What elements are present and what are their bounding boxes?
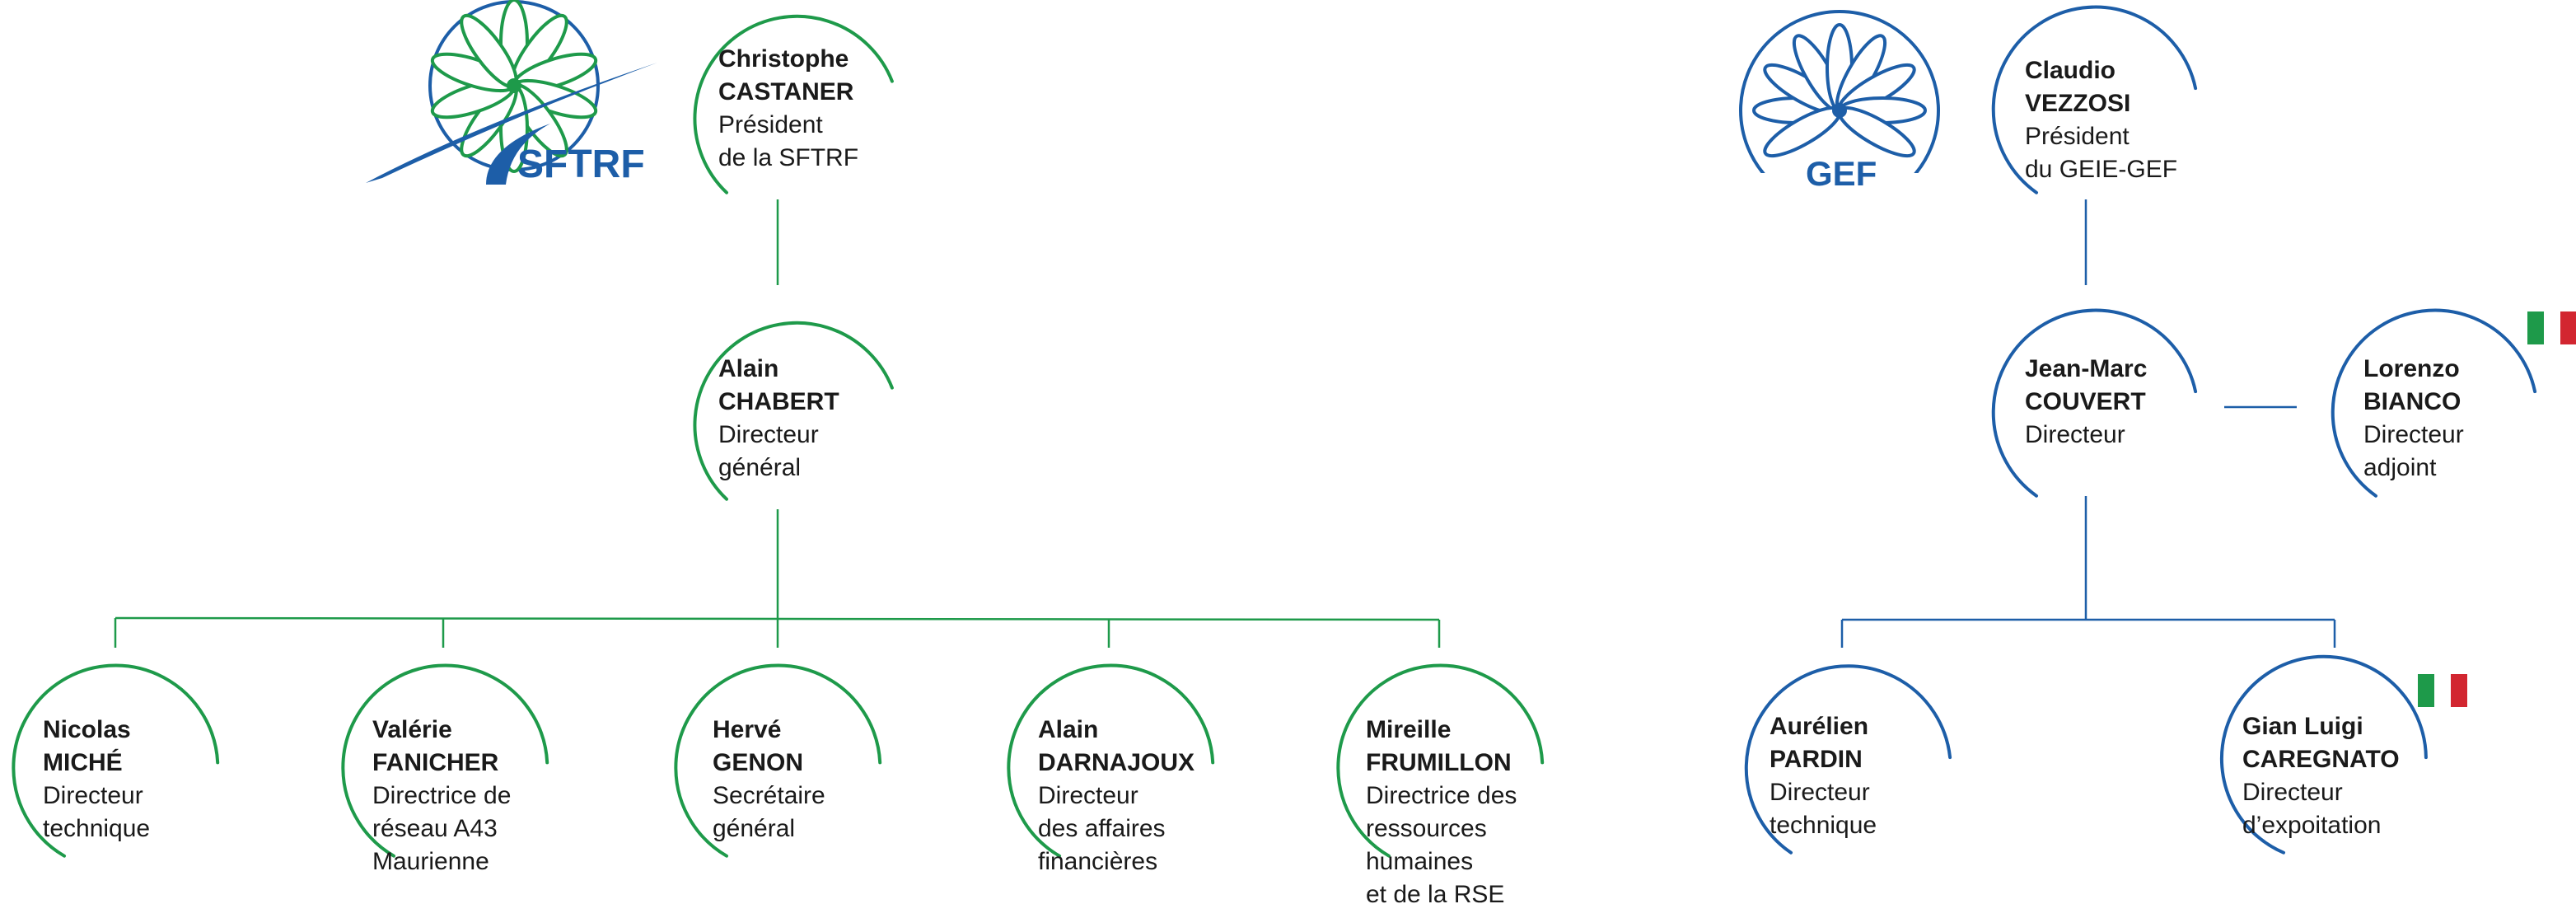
node-arc xyxy=(1007,663,1215,858)
person-title: Secrétaire xyxy=(713,782,825,809)
person-first-name: Alain xyxy=(1038,716,1099,743)
person-title: Président xyxy=(2025,123,2130,150)
person-title: des affaires xyxy=(1038,815,1166,842)
sftrf-staff-node: Hervé GENON Secrétaire général xyxy=(713,714,825,845)
sftrf-staff-node: Valérie FANICHER Directrice de réseau A4… xyxy=(372,714,511,878)
person-title: Directeur xyxy=(43,782,143,809)
italy-flag xyxy=(2527,311,2576,344)
person-title: financières xyxy=(1038,848,1158,875)
gef-staff-node: Aurélien PARDIN Directeur technique xyxy=(1770,710,1877,842)
person-first-name: Valérie xyxy=(372,716,452,743)
person-title: Directeur xyxy=(1038,782,1138,809)
person-last-name: DARNAJOUX xyxy=(1038,749,1195,776)
node-arc xyxy=(2331,308,2537,498)
person-title: général xyxy=(713,815,796,842)
node-arc xyxy=(674,663,882,858)
person-title: Directeur xyxy=(2363,421,2464,448)
person-last-name: FRUMILLON xyxy=(1366,749,1512,776)
person-title: technique xyxy=(43,815,151,842)
person-last-name: PARDIN xyxy=(1770,746,1863,773)
person-title: Directrice de xyxy=(372,782,512,809)
person-title: humaines xyxy=(1366,848,1474,875)
person-last-name: COUVERT xyxy=(2025,388,2146,415)
gef-logo-text: GEF xyxy=(1806,154,1877,193)
person-first-name: Christophe xyxy=(718,45,849,73)
sftrf-staff-node: Nicolas MICHÉ Directeur technique xyxy=(43,714,150,845)
person-title: et de la RSE xyxy=(1366,881,1505,908)
person-first-name: Nicolas xyxy=(43,716,131,743)
person-title: Maurienne xyxy=(372,848,489,875)
node-arc xyxy=(341,663,549,858)
person-last-name: CHABERT xyxy=(718,388,839,415)
node-arc xyxy=(693,14,894,194)
node-arc xyxy=(1744,664,1952,855)
person-title: Directeur xyxy=(2242,779,2343,806)
person-title: du GEIE-GEF xyxy=(2025,156,2178,183)
gef-president-node: Claudio VEZZOSI Président du GEIE-GEF xyxy=(2025,54,2177,186)
person-title: Directeur xyxy=(1770,779,1870,806)
person-title: ressources xyxy=(1366,815,1487,842)
person-last-name: VEZZOSI xyxy=(2025,90,2131,117)
person-last-name: FANICHER xyxy=(372,749,499,776)
person-title: Directrice des xyxy=(1366,782,1517,809)
person-title: réseau A43 xyxy=(372,815,498,842)
gef-director-node: Jean-Marc COUVERT Directeur xyxy=(2025,353,2147,452)
node-arc xyxy=(1991,5,2198,194)
italy-flag xyxy=(2418,674,2467,707)
person-title: d’expoitation xyxy=(2242,812,2382,839)
person-last-name: BIANCO xyxy=(2363,388,2461,415)
person-first-name: Hervé xyxy=(713,716,782,743)
gef-flower-logo xyxy=(1739,10,1940,211)
gef-staff-node: Gian Luigi CAREGNATO Directeur d’expoita… xyxy=(2242,710,2400,842)
sftrf-logo xyxy=(362,0,667,194)
person-first-name: Claudio xyxy=(2025,57,2115,84)
person-last-name: MICHÉ xyxy=(43,749,123,776)
person-first-name: Mireille xyxy=(1366,716,1452,743)
sftrf-president-node: Christophe CASTANER Président de la SFTR… xyxy=(718,43,858,175)
sftrf-logo-text: SFTRF xyxy=(517,143,645,186)
person-title: de la SFTRF xyxy=(718,144,859,171)
person-last-name: GENON xyxy=(713,749,804,776)
person-first-name: Aurélien xyxy=(1770,713,1869,740)
node-arc xyxy=(12,663,220,858)
sftrf-staff-node: Alain DARNAJOUX Directeur des affaires f… xyxy=(1038,714,1194,878)
gef-logo xyxy=(1734,8,1945,211)
sftrf-flower-logo xyxy=(366,0,657,185)
node-arc xyxy=(1991,308,2198,498)
node-arc xyxy=(1336,663,1545,858)
node-arc xyxy=(693,321,894,501)
person-first-name: Gian Luigi xyxy=(2242,713,2363,740)
person-title: général xyxy=(718,454,802,481)
person-title: Directeur xyxy=(718,421,819,448)
person-last-name: CASTANER xyxy=(718,78,854,105)
node-arc xyxy=(2219,654,2428,855)
person-title: Directeur xyxy=(2025,421,2125,448)
sftrf-director-node: Alain CHABERT Directeur général xyxy=(718,353,839,485)
person-title: adjoint xyxy=(2363,454,2437,481)
gef-deputy-node: Lorenzo BIANCO Directeur adjoint xyxy=(2363,353,2464,485)
person-last-name: CAREGNATO xyxy=(2242,746,2400,773)
person-title: Président xyxy=(718,111,823,138)
sftrf-staff-node: Mireille FRUMILLON Directrice des ressou… xyxy=(1366,714,1517,911)
person-first-name: Jean-Marc xyxy=(2025,355,2148,382)
person-title: technique xyxy=(1770,812,1877,839)
person-first-name: Lorenzo xyxy=(2363,355,2460,382)
person-first-name: Alain xyxy=(718,355,779,382)
